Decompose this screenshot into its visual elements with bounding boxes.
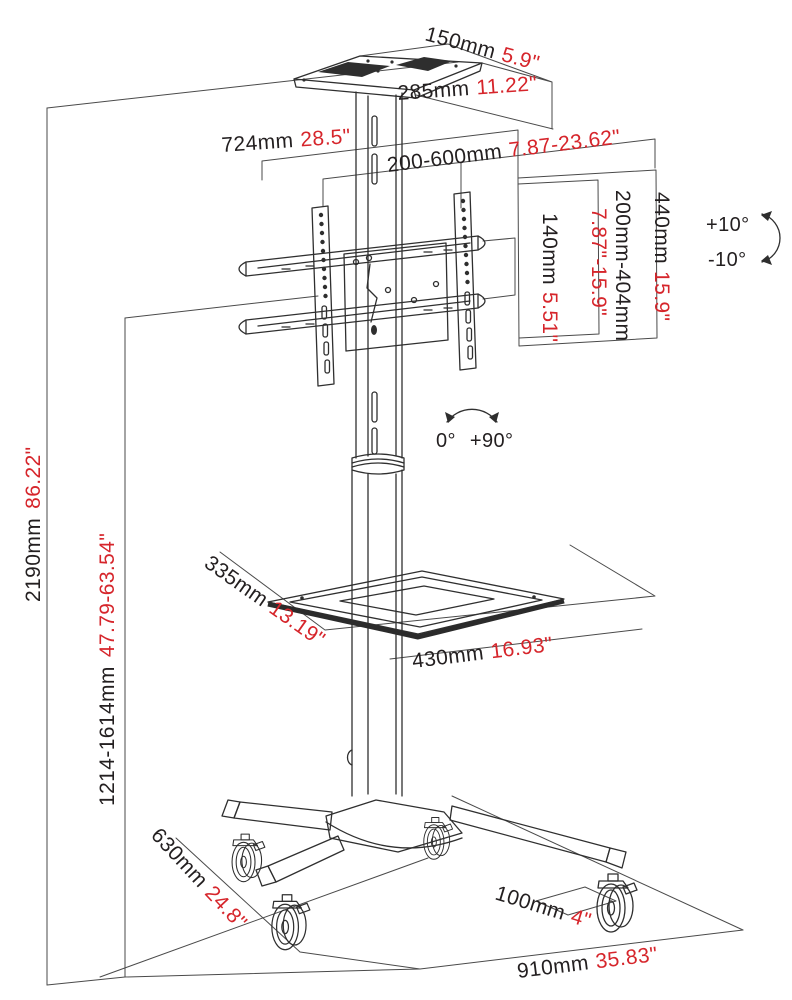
bracket-width-dim-line [261,129,519,181]
caster-front-right [596,873,638,933]
top-tray-dim-lines [359,43,554,130]
upper-column [355,91,403,459]
upper-rail [238,235,486,277]
label-bracket-height: 440mm15.9" [650,192,673,321]
lower-rail [238,293,486,335]
leg-front-left [255,835,345,887]
top-tray [293,55,483,99]
vesa-strip-left [311,205,335,387]
label-tilt-down: -10° [708,249,747,271]
center-mount-plate [343,242,449,352]
tilt-arrow [761,211,781,265]
cable-hook [365,254,378,335]
label-top-shelf-depth-inch: 5.9" [499,43,542,75]
label-rail-spacing: 140mm5.51" [538,213,561,342]
label-vesa-height-mm: 200mm-404mm [611,190,634,341]
mid-shelf-dim-lines [219,544,656,631]
tv-bracket [238,191,486,387]
label-screen-height-range: 1214-1614mm47.79-63.54" [96,533,119,806]
label-swivel-range: 0°+90° [436,430,513,452]
rail-spacing-dim-line [482,237,516,300]
base-depth-dim-line [175,837,421,970]
base [221,799,638,951]
height-collar [351,453,405,475]
label-vesa-height-inch: 7.87"-15.9" [587,208,610,316]
label-top-shelf-depth: 150mm5.9" [423,23,542,76]
swivel-arrow [445,408,499,423]
caster-back-right [423,817,454,860]
middle-shelf [267,570,565,640]
dimension-lines [46,43,744,986]
leg-rear-left [221,799,333,831]
vesa-width-dim-line [322,138,656,209]
label-top-shelf-depth-mm: 150mm [423,23,499,64]
leg-front-right [449,805,627,869]
label-caster-diameter: 100mm4" [493,882,594,933]
label-mid-shelf-depth: 335mm13.19" [200,551,329,651]
caster-back-left [231,833,266,883]
label-total-height: 2190mm86.22" [22,446,45,602]
label-tilt-up: +10° [706,214,750,236]
vesa-strip-right [453,191,477,371]
pole-knob [346,749,353,766]
vesa-height-box [517,179,600,339]
base-hub [325,799,463,853]
bracket-height-box [517,169,658,347]
caster-dim-line [535,886,617,916]
